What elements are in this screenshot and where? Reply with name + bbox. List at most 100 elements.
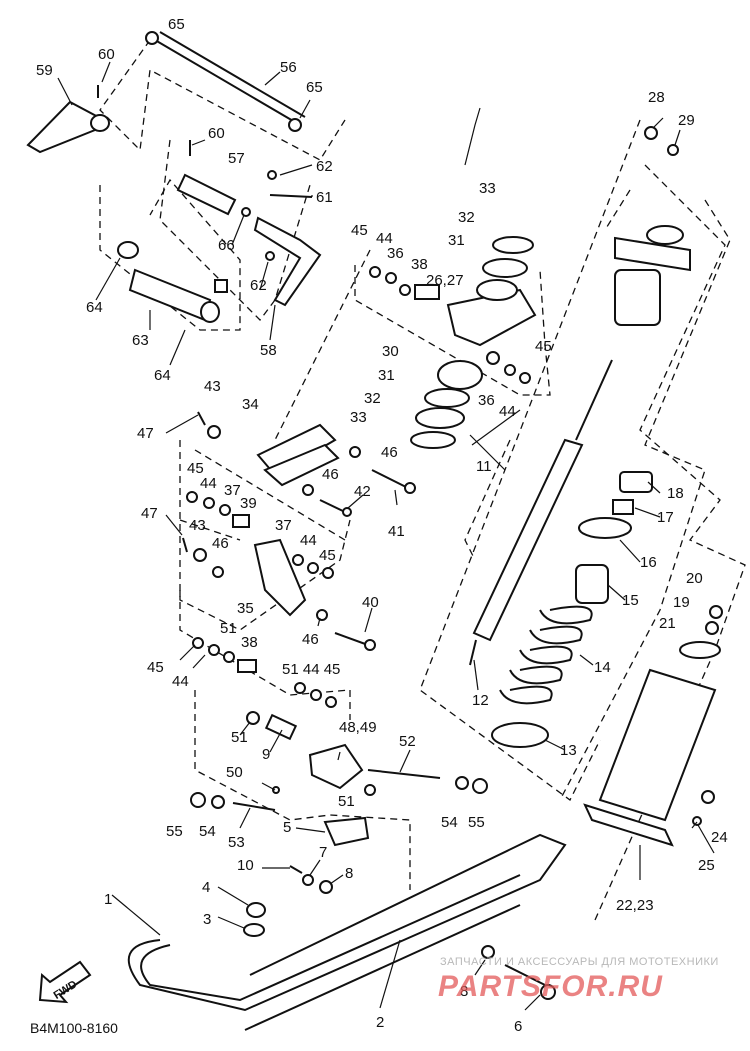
shock-upper-body [614,269,661,326]
label-46: 46 [381,444,398,461]
bolt-24 [701,790,715,804]
label-12: 12 [472,692,489,709]
label-11: 11 [476,458,492,475]
bolt-6 [504,964,546,986]
bolt-62-low [265,251,275,261]
washer-54-left [211,795,225,809]
label-36: 36 [478,392,495,409]
frame-lower-bracket [194,690,411,890]
spring-14 [499,605,593,705]
label-15: 15 [622,592,639,609]
label-19: 19 [673,594,690,611]
frame-steering-arm [99,39,346,161]
label-36: 36 [387,245,404,262]
label-33: 33 [479,180,496,197]
reservoir-22-23 [598,668,717,822]
label-26-27: 26,27 [426,272,464,289]
watermark-logo: PARTSFOR.RU [438,970,663,1003]
label-54: 54 [441,814,458,831]
label-16: 16 [640,554,657,571]
label-50: 50 [226,764,243,781]
bushing-36-mid [486,351,500,365]
nut-28 [644,126,658,140]
label-46: 46 [322,466,339,483]
washer-7 [302,874,314,886]
label-45: 45 [535,338,552,355]
label-32: 32 [364,390,381,407]
nut-45-mid [519,372,531,384]
bolt-42 [319,499,346,513]
label-40: 40 [362,594,379,611]
frame-steering-column [159,139,311,321]
washer-44-left [203,497,215,509]
steering-arm-59 [26,100,102,154]
label-48-49: 48,49 [339,719,377,736]
label-7: 7 [319,844,327,861]
bolt-50 [272,786,280,794]
cotter-47-top [197,411,206,426]
label-18: 18 [667,485,684,502]
label-32: 32 [458,209,475,226]
frame-spindle [99,178,241,331]
label-65: 65 [306,79,323,96]
label-54: 54 [199,823,216,840]
label-46: 46 [302,631,319,648]
cotter-47-low [182,537,188,553]
part-drawings [26,31,723,1031]
label-43: 43 [189,517,206,534]
spindle-57 [176,173,237,216]
label-44: 44 [200,475,217,492]
frame-shock-outer [594,164,746,921]
label-51-44-45: 51 44 45 [282,661,340,678]
label-51: 51 [220,620,237,637]
collar-65-right [288,118,302,132]
label-37: 37 [224,482,241,499]
label-17: 17 [657,509,674,526]
label-62: 62 [316,158,333,175]
label-24: 24 [711,829,728,846]
label-60: 60 [208,125,225,142]
shock-upper-mount [614,236,691,272]
nut-8-top [319,880,333,894]
washer-46-low [316,609,328,621]
bolt-53 [232,802,276,811]
callout-labels: 65 60 59 56 65 28 29 60 57 62 61 66 62 5… [36,16,728,1035]
washer-32-low [415,407,465,429]
watermark-tagline: ЗАПЧАСТИ И АКСЕССУАРЫ ДЛЯ МОТОТЕХНИКИ [440,956,719,968]
washer-44-r2 [310,689,322,701]
label-45: 45 [147,659,164,676]
label-66: 66 [218,237,235,254]
housing-30 [437,360,483,390]
block-5 [323,816,370,847]
ski-1 [127,833,567,1012]
frame-link-lower [179,440,351,631]
frame-link-bushing [179,590,351,720]
reservoir-base [583,803,674,847]
label-44: 44 [499,403,516,420]
label-61: 61 [316,189,333,206]
washer-44-right [307,562,319,574]
label-55: 55 [468,814,485,831]
shock-absorber-11 [472,438,584,642]
label-44: 44 [172,673,189,690]
wear-bar-2 [244,904,521,1031]
collar-39 [232,514,250,528]
label-5: 5 [283,819,291,836]
label-3: 3 [203,911,211,928]
shock-rod-12 [469,639,477,666]
cap-18 [619,471,653,493]
bolt-41 [371,469,409,489]
label-55: 55 [166,823,183,840]
bushing-51-right [294,682,306,694]
label-25: 25 [698,857,715,874]
nut-19 [705,621,719,635]
label-8: 8 [345,865,353,882]
nut-45-left [186,491,198,503]
diagram-code: B4M100-8160 [30,1020,118,1036]
washer-25 [692,816,702,826]
washer-44-top [385,272,397,284]
nut-45-r2 [325,696,337,708]
label-8: 8 [460,983,468,1000]
washer-46-left [212,566,224,578]
label-21: 21 [659,615,676,632]
